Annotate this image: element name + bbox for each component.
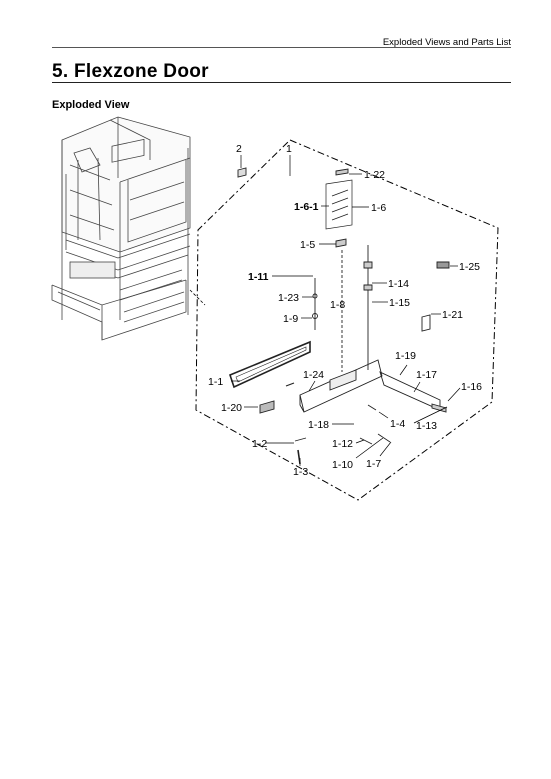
label-1-6: 1-6: [371, 202, 386, 214]
label-1-15: 1-15: [389, 297, 410, 309]
part-sketches: [229, 167, 450, 465]
label-1-7: 1-7: [366, 458, 381, 470]
label-1-4: 1-4: [390, 418, 405, 430]
label-1-20: 1-20: [221, 402, 242, 414]
running-header: Exploded Views and Parts List: [382, 37, 511, 48]
label-1-17: 1-17: [416, 369, 437, 381]
label-1-3: 1-3: [293, 466, 308, 478]
label-1-25: 1-25: [459, 261, 480, 273]
label-1-19: 1-19: [395, 350, 416, 362]
label-1-12: 1-12: [332, 438, 353, 450]
label-1-23: 1-23: [278, 292, 299, 304]
section-title: 5. Flexzone Door: [52, 61, 209, 82]
leader-lines: [231, 155, 461, 466]
label-1-10: 1-10: [332, 459, 353, 471]
assembly-boundary: [195, 139, 499, 501]
section-subtitle: Exploded View: [52, 99, 130, 111]
label-1-11: 1-11: [248, 271, 269, 283]
label-1-16: 1-16: [461, 381, 482, 393]
refrigerator-cabinet-illustration: [51, 116, 191, 341]
part-labels: 2 1 1-22 1-6-1 1-6 1-5 1-25 1-11 1-14 1-…: [208, 143, 482, 478]
label-1-9: 1-9: [283, 313, 298, 325]
label-1-22: 1-22: [364, 169, 385, 181]
label-1-8: 1-8: [330, 299, 345, 311]
label-2: 2: [236, 143, 242, 155]
label-1-14: 1-14: [388, 278, 409, 290]
label-1-13: 1-13: [416, 420, 437, 432]
label-1-1: 1-1: [208, 376, 223, 388]
label-1-18: 1-18: [308, 419, 329, 431]
label-1: 1: [286, 143, 292, 155]
label-1-2: 1-2: [252, 438, 267, 450]
cabinet-leader-line: [189, 289, 206, 306]
label-1-24: 1-24: [303, 369, 324, 381]
title-divider: [52, 82, 511, 83]
header-divider: [52, 47, 511, 48]
label-1-21: 1-21: [442, 309, 463, 321]
label-1-5: 1-5: [300, 239, 315, 251]
label-1-6-1: 1-6-1: [294, 201, 319, 213]
